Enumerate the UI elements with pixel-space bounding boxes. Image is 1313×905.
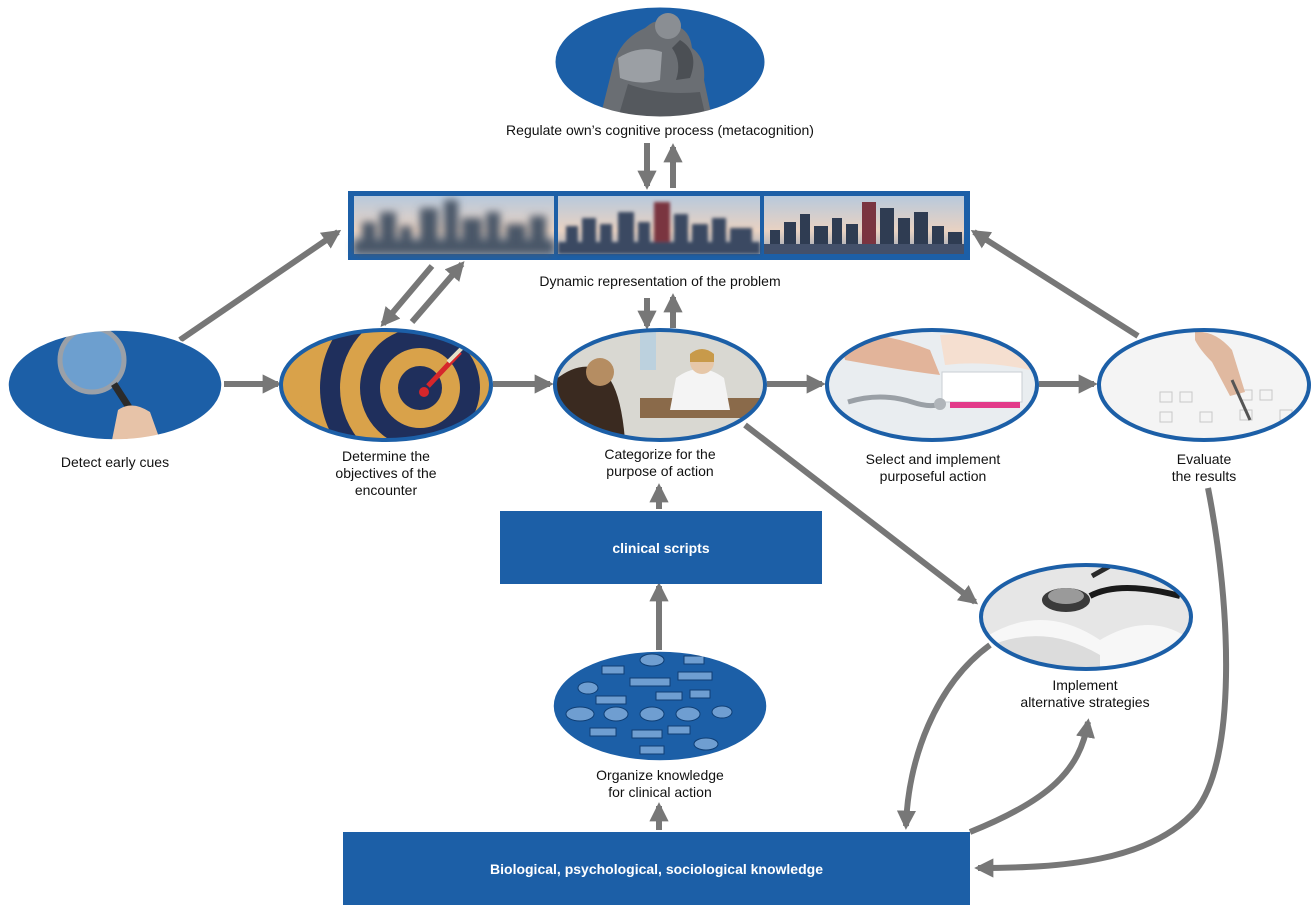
representation-label: Dynamic representation of the problem bbox=[539, 273, 781, 289]
organize-node bbox=[552, 650, 768, 762]
representation-banner bbox=[348, 191, 970, 260]
alternative-label-line2: alternative strategies bbox=[1020, 694, 1150, 710]
stethoscope-icon bbox=[981, 565, 1191, 669]
magnifying-glass-icon bbox=[57, 330, 160, 440]
select-label-line1: Select and implement bbox=[865, 451, 1001, 467]
arrow-representation-to-objectives bbox=[380, 264, 435, 327]
categorize-label-line2: purpose of action bbox=[606, 463, 714, 479]
select-node bbox=[825, 328, 1039, 442]
arrow-objectives-to-representation bbox=[409, 261, 465, 324]
evaluate-node bbox=[1097, 328, 1311, 442]
arrow-knowledge-to-alternative bbox=[968, 718, 1095, 835]
alternative-label-line1: Implement bbox=[1052, 677, 1118, 693]
detect-node bbox=[7, 329, 223, 441]
organize-label-line1: Organize knowledge bbox=[596, 767, 724, 783]
arrow-evaluate-to-representation bbox=[970, 229, 1140, 339]
evaluate-label-line2: the results bbox=[1171, 468, 1237, 484]
evaluate-label: Evaluate the results bbox=[1124, 451, 1284, 485]
alternative-label: Implement alternative strategies bbox=[990, 677, 1180, 711]
objectives-label-line1: Determine the bbox=[342, 448, 430, 464]
arrow-alternative-to-knowledge bbox=[896, 642, 992, 830]
arrow-detect-to-representation bbox=[178, 229, 342, 343]
thinker-statue-icon bbox=[600, 13, 712, 117]
knowledge-box: Biological, psychological, sociological … bbox=[343, 832, 970, 905]
arrow-categorize-to-alternative bbox=[743, 422, 979, 605]
consultation-icon bbox=[555, 330, 765, 440]
select-label-line2: purposeful action bbox=[879, 468, 987, 484]
categorize-label-line1: Categorize for the bbox=[604, 446, 716, 462]
evaluate-label-line1: Evaluate bbox=[1176, 451, 1232, 467]
detect-label: Detect early cues bbox=[60, 454, 170, 470]
metacognition-label: Regulate own’s cognitive process (metaco… bbox=[506, 122, 814, 138]
concept-map-icon bbox=[565, 653, 733, 755]
objectives-label-line2: objectives of the bbox=[335, 465, 437, 481]
arrow-evaluate-to-knowledge bbox=[974, 487, 1230, 878]
city-skyline-icon bbox=[354, 196, 964, 254]
clinical-scripts-box: clinical scripts bbox=[500, 511, 822, 584]
organize-label: Organize knowledge for clinical action bbox=[570, 767, 750, 801]
categorize-label: Categorize for the purpose of action bbox=[570, 446, 750, 480]
objectives-label-line3: encounter bbox=[354, 482, 418, 498]
organize-label-line2: for clinical action bbox=[608, 784, 712, 800]
metacognition-node bbox=[554, 6, 766, 118]
select-label: Select and implement purposeful action bbox=[836, 451, 1030, 485]
categorize-node bbox=[553, 328, 767, 442]
arrows bbox=[178, 143, 1230, 878]
objectives-label: Determine the objectives of the encounte… bbox=[306, 448, 466, 499]
alternative-node bbox=[979, 563, 1193, 671]
checklist-icon bbox=[1099, 330, 1309, 440]
